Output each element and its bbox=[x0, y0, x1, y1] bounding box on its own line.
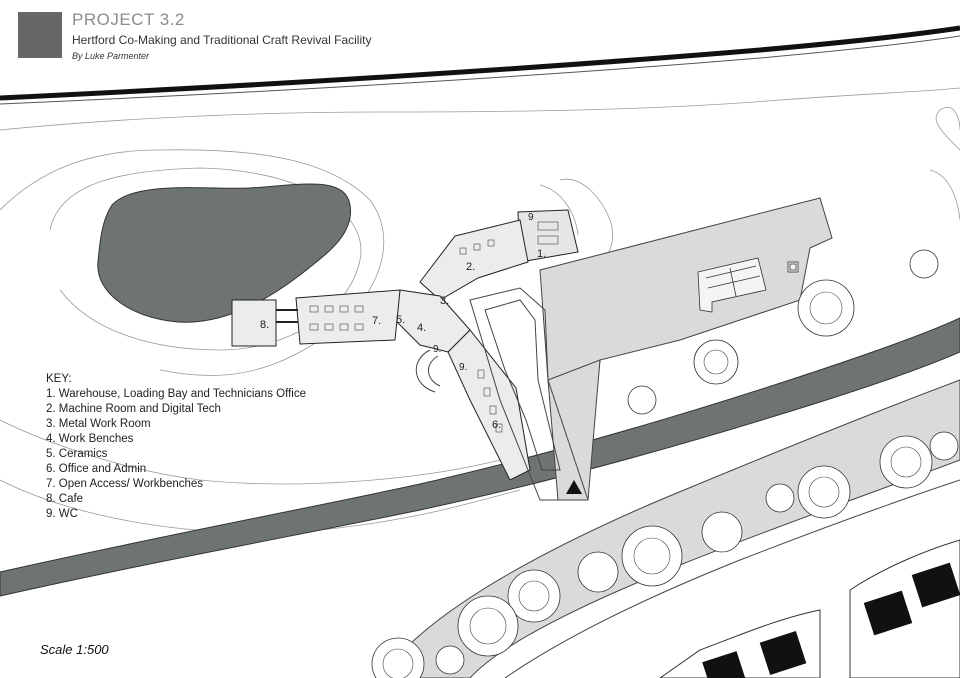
key-item-7: 7. Open Access/ Workbenches bbox=[46, 478, 204, 490]
key-item-6: 6. Office and Admin bbox=[46, 463, 147, 475]
room-label-9c: 9. bbox=[459, 362, 467, 373]
trees bbox=[371, 249, 959, 678]
housing-blocks bbox=[659, 539, 960, 678]
scale-label: Scale 1:500 bbox=[40, 642, 109, 657]
room-label-2: 2. bbox=[466, 261, 475, 273]
room-label-6: 6. bbox=[492, 419, 501, 431]
project-subtitle: Hertford Co-Making and Traditional Craft… bbox=[72, 33, 372, 47]
room-label-4: 4. bbox=[417, 322, 426, 334]
railway-edge bbox=[0, 35, 960, 105]
project-author: By Luke Parmenter bbox=[72, 51, 150, 61]
river bbox=[0, 317, 960, 597]
room-label-5: 5. bbox=[396, 314, 405, 326]
key-item-9: 9. WC bbox=[46, 508, 78, 520]
key-legend: KEY: 1. Warehouse, Loading Bay and Techn… bbox=[46, 372, 306, 522]
room-label-9a: 9 bbox=[528, 212, 534, 223]
access-road bbox=[547, 359, 601, 501]
project-title: PROJECT 3.2 bbox=[72, 10, 185, 29]
key-heading: KEY: bbox=[46, 373, 72, 385]
room-label-7: 7. bbox=[372, 315, 381, 327]
room-label-1: 1. bbox=[537, 248, 546, 260]
tree-texture bbox=[382, 291, 922, 678]
existing-buildings bbox=[697, 257, 799, 313]
room-labels: 1. 2. 3. 4. 5. 6. 7. 8. 9 9. 9. bbox=[260, 212, 546, 431]
contour-lines bbox=[0, 87, 960, 533]
railway-line bbox=[0, 25, 960, 101]
key-item-8: 8. Cafe bbox=[46, 493, 84, 505]
key-item-1: 1. Warehouse, Loading Bay and Technician… bbox=[46, 388, 306, 400]
room-label-8: 8. bbox=[260, 319, 269, 331]
building-surrounds bbox=[415, 287, 589, 501]
entrance-arrow bbox=[566, 480, 582, 494]
key-item-4: 4. Work Benches bbox=[46, 433, 134, 445]
title-swatch bbox=[18, 12, 62, 58]
key-item-5: 5. Ceramics bbox=[46, 448, 108, 460]
room-label-9b: 9. bbox=[433, 344, 441, 355]
workbenches bbox=[309, 221, 559, 433]
road-verge bbox=[504, 479, 960, 678]
key-item-2: 2. Machine Room and Digital Tech bbox=[46, 403, 221, 415]
lake bbox=[97, 183, 351, 323]
room-label-3: 3. bbox=[440, 295, 449, 307]
key-item-3: 3. Metal Work Room bbox=[46, 418, 151, 430]
